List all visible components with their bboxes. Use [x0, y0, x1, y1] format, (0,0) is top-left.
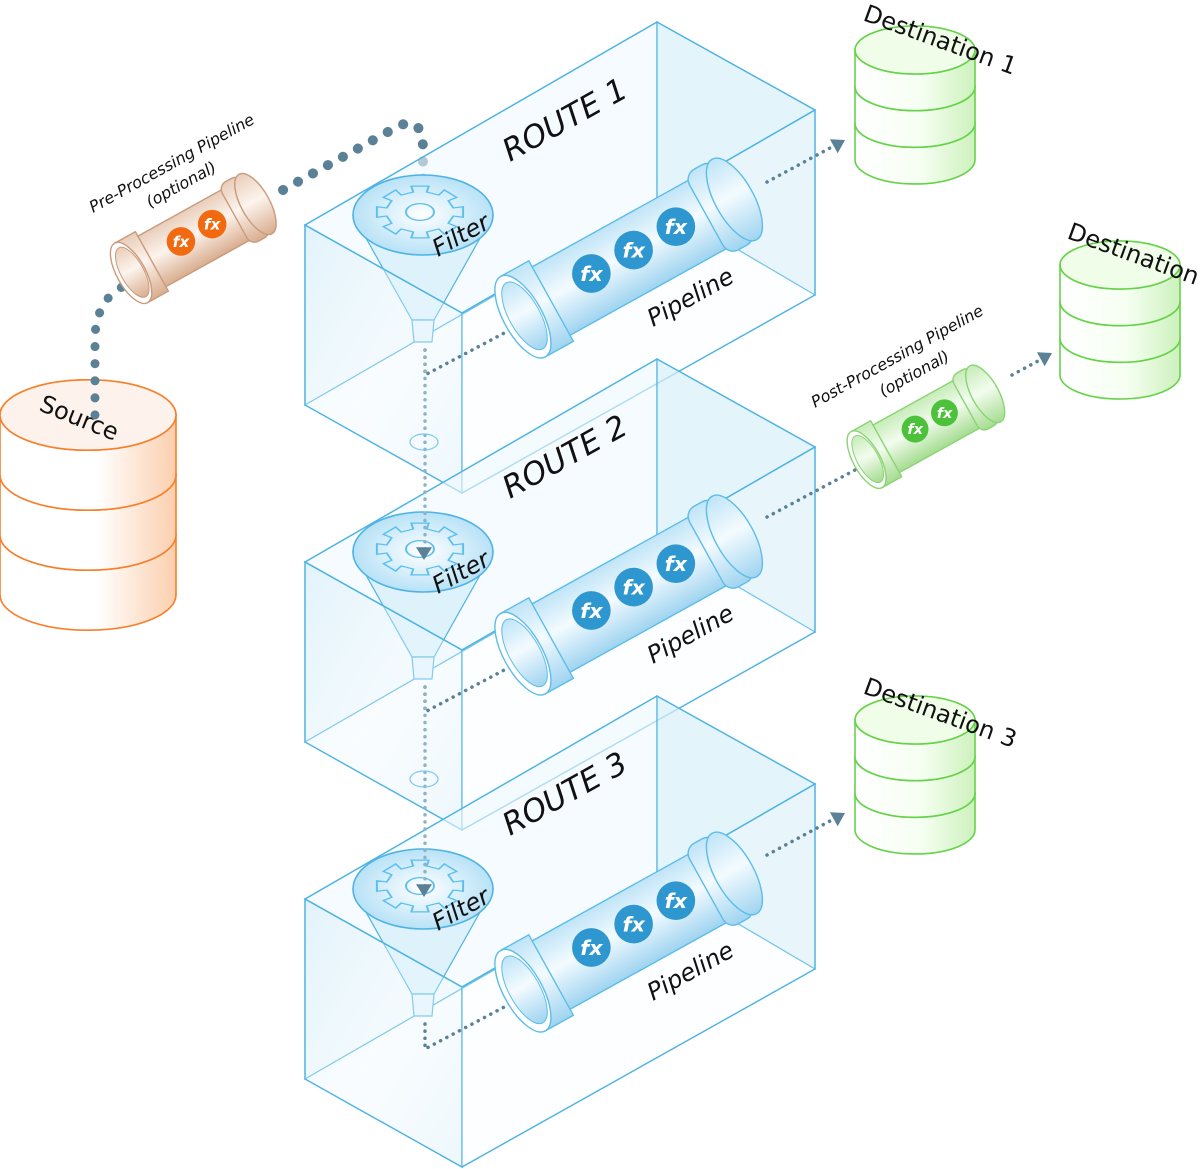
source-database: [0, 379, 177, 631]
fx-icon-glyph: fx: [173, 233, 191, 251]
gear-hole: [405, 202, 435, 222]
flow-filter-to-pipeline: [423, 994, 527, 1052]
pipe-opening-inner: [851, 434, 885, 484]
arrow-icon: [829, 139, 845, 154]
fx-icon-glyph: fx: [622, 575, 645, 599]
destination-database-2: [1059, 240, 1181, 400]
db-top: [854, 695, 976, 745]
fx-icon: fx: [656, 207, 696, 246]
fx-icon: fx: [614, 567, 653, 607]
fx-icon: fx: [197, 209, 227, 239]
pipe-opening-inner: [114, 246, 150, 298]
fx-icon-circle: [572, 254, 611, 293]
fx-icon-circle: [572, 928, 611, 967]
gear-outline: [375, 185, 465, 239]
arrow-icon: [829, 812, 845, 827]
fx-icon-circle: [166, 227, 196, 256]
junction-ring: [409, 433, 439, 451]
fx-icon-glyph: fx: [580, 262, 603, 286]
fx-icon-glyph: fx: [204, 216, 222, 234]
fx-icon-glyph: fx: [665, 552, 688, 576]
fx-icon-circle: [656, 544, 696, 583]
fx-icon-circle: [614, 904, 653, 944]
fx-icon: fx: [656, 544, 696, 583]
fx-icon-circle: [572, 591, 611, 630]
arrow-icon: [416, 884, 432, 897]
fx-icon-circle: [901, 415, 929, 443]
db-top: [0, 379, 177, 451]
fx-icon-circle: [614, 567, 653, 607]
fx-icon: fx: [931, 399, 958, 427]
fx-icon-glyph: fx: [665, 215, 688, 239]
flow-route3-to-destination3: [765, 819, 832, 857]
fx-icon-circle: [197, 209, 227, 239]
flow-route2-to-postprocess: [765, 460, 872, 519]
gear-hole: [405, 876, 435, 896]
flow-postprocess-to-destination2: [1010, 359, 1040, 377]
pipe-end-cap: [705, 831, 764, 916]
pipe-opening-inner: [501, 955, 548, 1025]
db-top: [1059, 240, 1181, 290]
pipe-end-cap: [705, 157, 764, 242]
fx-icon: fx: [901, 415, 929, 443]
flow-route1-to-destination1: [765, 146, 832, 184]
gear-icon: [375, 185, 465, 239]
fx-icon-circle: [614, 230, 653, 270]
gear-outline: [375, 859, 465, 913]
fx-icon: fx: [572, 591, 611, 630]
fx-icon-glyph: fx: [580, 936, 603, 960]
fx-icon-circle: [931, 399, 958, 427]
fx-icon: fx: [614, 904, 653, 944]
fx-icon: fx: [656, 881, 696, 920]
arrow-icon: [416, 547, 432, 560]
fx-icon-circle: [656, 207, 696, 246]
pipe-end-cap: [705, 494, 764, 579]
fx-icon-circle: [656, 881, 696, 920]
destination-database-1: [854, 25, 976, 185]
pipe-opening-inner: [501, 618, 548, 688]
arrow-icon: [1036, 352, 1052, 367]
fx-icon-glyph: fx: [937, 406, 953, 422]
fx-icon-glyph: fx: [580, 599, 603, 623]
fx-icon: fx: [572, 928, 611, 967]
gear-hole: [405, 539, 435, 559]
pipe-end-cap: [965, 364, 1006, 424]
fx-icon-glyph: fx: [907, 422, 923, 438]
pipe-end-cap: [234, 172, 277, 236]
fx-icon: fx: [166, 227, 196, 256]
fx-icon-glyph: fx: [622, 238, 645, 262]
gear-icon: [375, 859, 465, 913]
db-top: [854, 25, 976, 75]
fx-icon-glyph: fx: [665, 889, 688, 913]
pipe-opening-inner: [501, 281, 548, 351]
fx-icon: fx: [572, 254, 611, 293]
gear-icon: [375, 522, 465, 576]
fx-icon-glyph: fx: [622, 912, 645, 936]
fx-icon: fx: [614, 230, 653, 270]
junction-ring: [409, 770, 439, 788]
flow-preprocess-to-filter: [278, 118, 428, 195]
gear-outline: [375, 522, 465, 576]
destination-database-3: [854, 695, 976, 855]
